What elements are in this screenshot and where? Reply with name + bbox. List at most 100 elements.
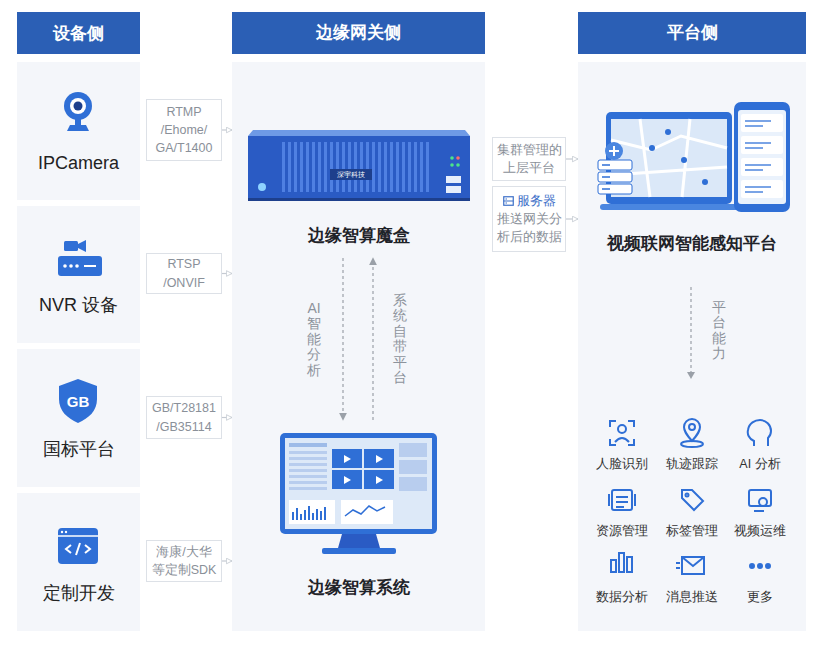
nvr-icon <box>75 264 79 268</box>
protocol-box: RTMP /Ehome/ GA/T1400 <box>146 99 222 161</box>
nvr-icon <box>78 240 86 252</box>
monitor-illustration <box>289 487 327 490</box>
camera-icon <box>70 98 86 114</box>
capability-name: 数据分析 <box>596 589 648 606</box>
protocol-box: 海康/大华 等定制SDK <box>146 540 222 582</box>
capability-arrow <box>687 287 695 379</box>
protocol-text: RTSP /ONVIF <box>151 255 217 291</box>
dashed-arrow <box>342 258 343 420</box>
monitor-illustration <box>289 469 327 472</box>
edge-box-illustration <box>446 176 461 183</box>
nvr-icon <box>58 256 102 276</box>
edge-box-illustration <box>258 183 266 191</box>
capability-icons <box>610 421 634 445</box>
flow-arrow <box>222 417 232 418</box>
nvr-icon <box>58 240 102 276</box>
capability-icons <box>618 425 626 433</box>
server-icon <box>503 199 513 203</box>
device-name: IPCamera <box>38 153 119 174</box>
server-icon <box>503 196 514 206</box>
device-name: 国标平台 <box>43 437 115 461</box>
camera-icon <box>74 102 83 111</box>
edge-label: AI智能分析 <box>307 301 321 378</box>
info-box: 集群管理的 上层平台 <box>492 137 566 181</box>
nvr-icon <box>69 264 73 268</box>
capability-icons <box>766 564 770 568</box>
nvr-icon <box>64 241 78 251</box>
edge-box-illustration <box>330 169 372 180</box>
capability-icons <box>686 494 689 497</box>
edge-box-illustration <box>450 163 454 167</box>
capability-icons <box>684 419 700 441</box>
platform-illustration <box>745 121 771 192</box>
dashed-arrow <box>372 258 373 420</box>
header-text: 设备侧 <box>53 22 104 45</box>
monitor-illustration <box>332 470 362 489</box>
edge-box-illustration <box>456 156 460 160</box>
edge-box-illustration <box>280 142 430 192</box>
camera-icon <box>75 119 81 125</box>
monitor-illustration <box>293 506 325 520</box>
edge-box-illustration <box>248 130 470 201</box>
code-icon <box>58 528 98 564</box>
monitor-illustration <box>280 433 437 554</box>
code-icon <box>58 528 98 564</box>
capability-icons <box>759 498 767 506</box>
platform-illustration <box>738 110 786 204</box>
capability-icons <box>749 490 771 506</box>
platform-illustration <box>734 102 790 212</box>
monitor-illustration <box>399 477 427 491</box>
capability-arrow <box>690 287 691 372</box>
info-text: 集群管理的 上层平台 <box>496 141 562 177</box>
capability-arrow <box>687 372 695 379</box>
monitor-illustration <box>338 534 380 548</box>
platform-illustration <box>741 158 783 176</box>
product-name: 视频联网智能感知平台 <box>607 232 777 255</box>
shield-icon <box>59 379 97 423</box>
shield-icon <box>59 379 97 423</box>
platform-illustration <box>741 180 783 198</box>
capability-icons <box>619 553 624 572</box>
monitor-illustration <box>332 449 362 468</box>
edge-box-illustration <box>248 136 470 198</box>
camera-icon <box>67 125 89 131</box>
monitor-illustration <box>364 470 394 489</box>
capability-name: 标签管理 <box>666 523 718 540</box>
flow-arrow <box>566 218 578 219</box>
camera-icon <box>64 92 92 131</box>
monitor-illustration <box>344 455 351 463</box>
platform-illustration <box>609 146 619 156</box>
monitor-illustration <box>289 457 327 460</box>
edge-box-illustration <box>248 130 470 136</box>
monitor-illustration <box>285 438 432 529</box>
capability-icons <box>754 510 764 512</box>
monitor-illustration <box>289 500 335 524</box>
protocol-text: 海康/大华 等定制SDK <box>151 543 217 579</box>
code-icon <box>66 543 90 555</box>
monitor-illustration <box>289 463 327 466</box>
protocol-text: GB/T28181 /GB35114 <box>151 399 217 435</box>
capability-name: 人脸识别 <box>596 456 648 473</box>
protocol-text: RTMP /Ehome/ GA/T1400 <box>151 103 217 157</box>
monitor-illustration <box>280 433 437 534</box>
capability-icons <box>750 564 754 568</box>
platform-illustration <box>600 204 740 210</box>
monitor-illustration <box>289 443 327 447</box>
monitor-illustration <box>364 449 394 468</box>
edge-box-illustration <box>456 163 460 167</box>
flow-arrow <box>566 158 578 159</box>
code-icon <box>65 531 67 533</box>
capability-icons <box>609 494 635 507</box>
platform-illustration <box>702 179 708 185</box>
edge-box-illustration <box>248 198 470 201</box>
code-icon <box>61 531 63 533</box>
camera-icon <box>64 92 92 120</box>
monitor-illustration <box>344 476 351 484</box>
capability-icons <box>615 438 629 442</box>
product-name: 边缘智算魔盒 <box>308 224 410 247</box>
product-name: 边缘智算系统 <box>308 576 410 599</box>
arrow-label: 平台能力 <box>712 300 726 362</box>
brand-plate: 深宇科技 <box>337 170 365 180</box>
protocol-box: RTSP /ONVIF <box>146 253 222 294</box>
